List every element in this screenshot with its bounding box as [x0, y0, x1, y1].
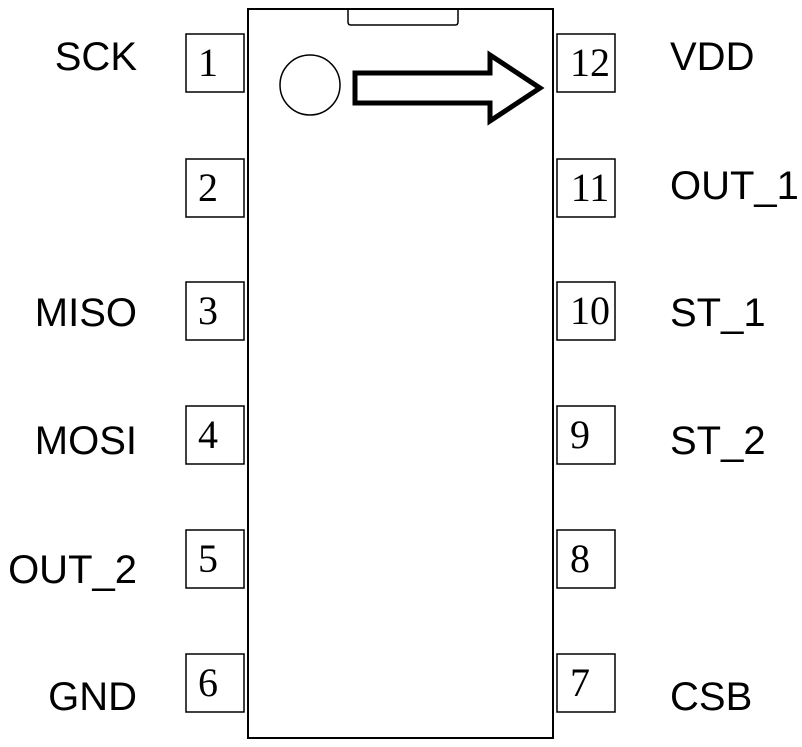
pin-pad	[556, 529, 616, 589]
pin-3: 3 MISO	[35, 281, 245, 341]
pin-1: 1 SCK	[55, 33, 245, 93]
left-pin-column: 1 SCK 2 3 MISO 4 MOSI 5 OUT_2 6 GND	[8, 33, 245, 719]
pin-number: 4	[198, 412, 218, 457]
pin-number: 8	[570, 536, 590, 581]
pin-9: 9 ST_2	[556, 405, 766, 465]
pin-pad	[556, 33, 616, 93]
pin-number: 9	[570, 412, 590, 457]
pin-8: 8	[556, 529, 616, 589]
pin-number: 11	[571, 165, 610, 210]
pin-pad	[185, 405, 245, 465]
pin-label: GND	[48, 675, 137, 719]
pin-number: 10	[570, 288, 610, 333]
pin-pad	[556, 281, 616, 341]
pin-label: VDD	[670, 35, 754, 79]
pin-label: SCK	[55, 35, 138, 79]
pin-label: ST_1	[670, 291, 766, 335]
pin-number: 12	[570, 40, 610, 85]
pin-10: 10 ST_1	[556, 281, 766, 341]
pin-4: 4 MOSI	[35, 405, 245, 465]
orientation-arrow-icon	[352, 50, 545, 126]
pin-pad	[185, 281, 245, 341]
package-notch	[347, 10, 459, 26]
pin-label: OUT_1	[670, 164, 799, 208]
pin-number: 6	[198, 660, 218, 705]
pin1-marker-icon	[279, 54, 341, 116]
chip-body	[247, 8, 554, 739]
pin-label: MISO	[35, 291, 137, 335]
pin-2: 2	[185, 158, 245, 218]
pin-12: 12 VDD	[556, 33, 754, 93]
pin-pad	[185, 653, 245, 713]
pin-number: 7	[570, 660, 590, 705]
pin-pad	[185, 529, 245, 589]
pin-label: OUT_2	[8, 548, 137, 592]
pin-number: 3	[198, 288, 218, 333]
pin-number: 2	[198, 165, 218, 210]
pin-pad	[556, 405, 616, 465]
pin-pad	[185, 33, 245, 93]
pin-number: 1	[198, 40, 218, 85]
pin-pad	[185, 158, 245, 218]
pin-11: 11 OUT_1	[556, 158, 799, 218]
pin-number: 5	[198, 536, 218, 581]
pin-pad	[556, 653, 616, 713]
pin-7: 7 CSB	[556, 653, 752, 719]
pin-label: CSB	[670, 675, 752, 719]
pin-label: ST_2	[670, 419, 766, 463]
pin-6: 6 GND	[48, 653, 245, 719]
pin-5: 5 OUT_2	[8, 529, 245, 592]
pin-pad	[556, 158, 616, 218]
right-pin-column: 12 VDD 11 OUT_1 10 ST_1 9 ST_2 8 7 CSB	[556, 33, 799, 719]
pin-label: MOSI	[35, 419, 137, 463]
